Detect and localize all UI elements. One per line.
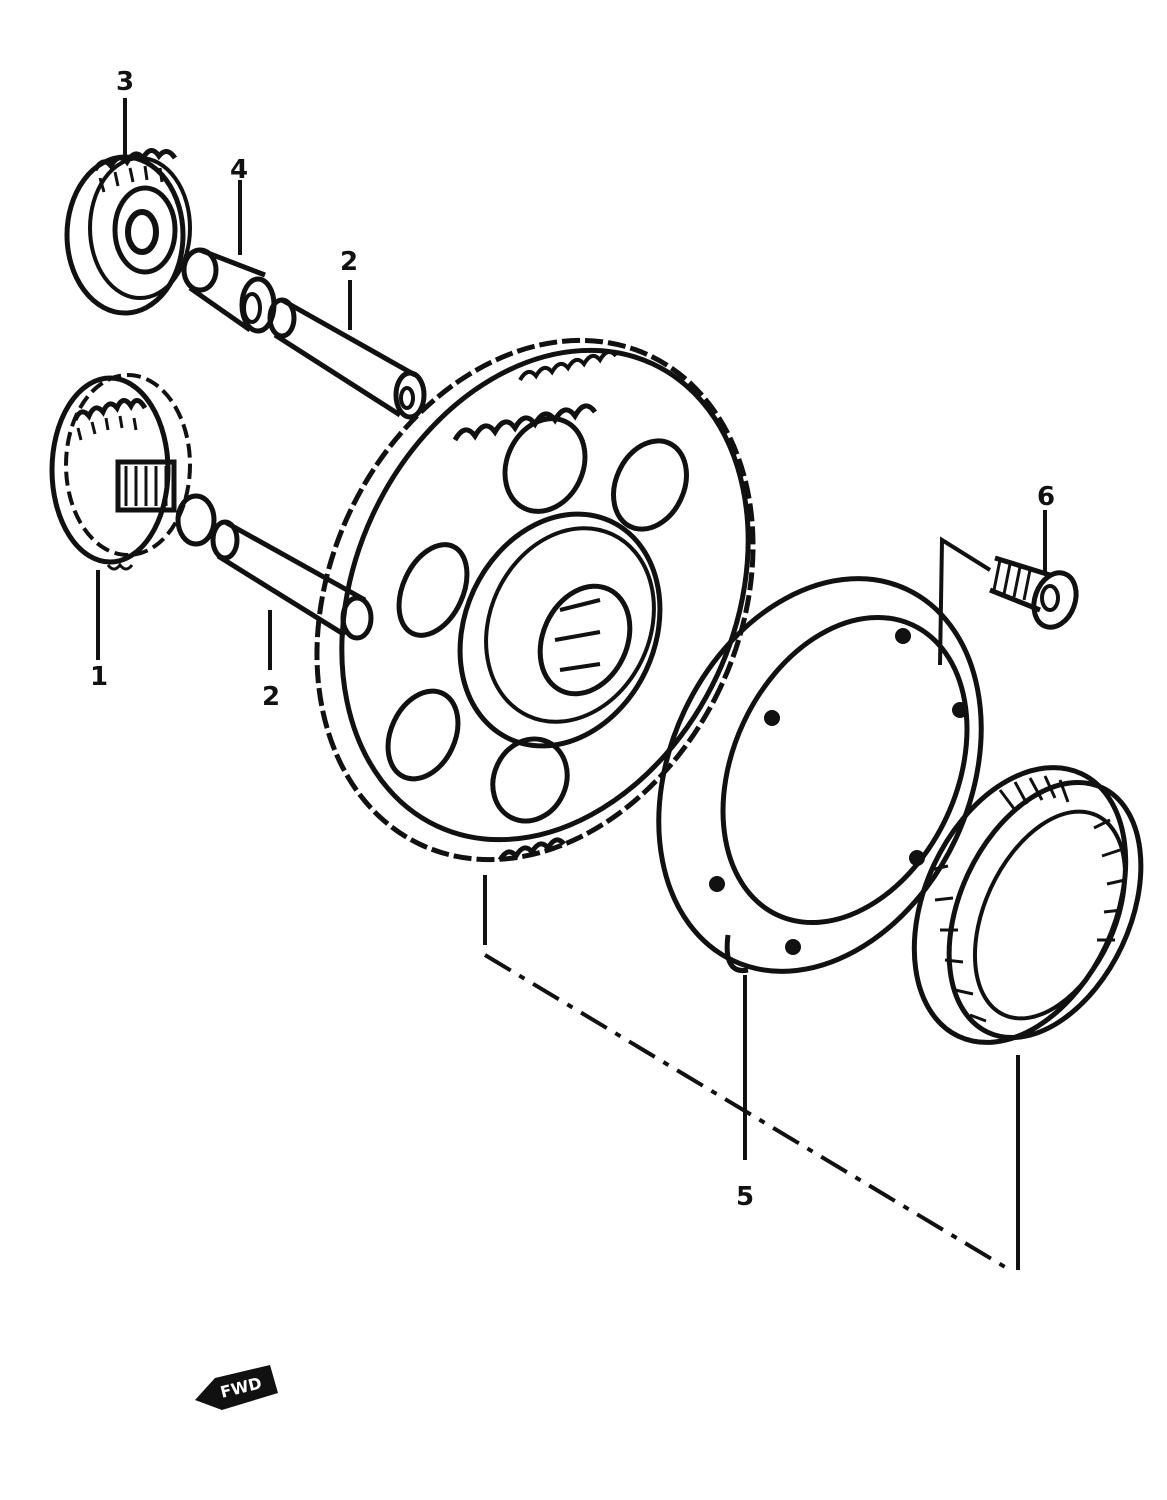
front-direction-arrow: FWD bbox=[195, 1365, 278, 1410]
callout-5: 5 bbox=[736, 1182, 754, 1212]
clutch-housing-part-5 bbox=[656, 576, 984, 974]
callout-4: 4 bbox=[230, 155, 248, 185]
bolt-part-6 bbox=[989, 555, 1079, 630]
callout-2-upper: 2 bbox=[340, 247, 358, 277]
starter-driven-gear bbox=[314, 337, 756, 863]
bushing-part-4 bbox=[181, 247, 277, 334]
shaft-part-2-upper bbox=[267, 297, 427, 420]
callout-3: 3 bbox=[116, 67, 134, 97]
shaft-part-2-lower bbox=[210, 519, 374, 641]
one-way-clutch-bearing bbox=[911, 765, 1144, 1045]
callout-6: 6 bbox=[1037, 482, 1055, 512]
callout-labels: 3 4 2 1 2 6 5 bbox=[90, 67, 1055, 1212]
callout-2-lower: 2 bbox=[262, 682, 280, 712]
callout-1: 1 bbox=[90, 662, 108, 692]
leader-lines bbox=[96, 98, 1047, 1272]
gear-part-1 bbox=[49, 373, 217, 571]
idler-gear-part-3 bbox=[64, 148, 192, 316]
